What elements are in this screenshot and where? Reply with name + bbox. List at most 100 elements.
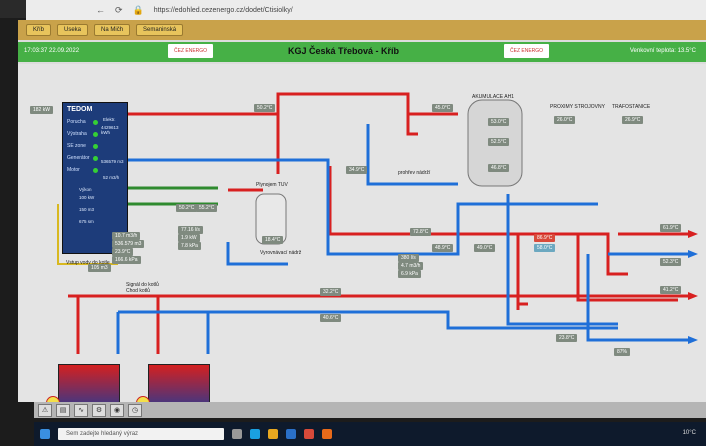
t-r3: 61.9°C (660, 224, 682, 232)
plynojem-label: Plynojem TUV (256, 182, 288, 188)
t-r4: 52.3°C (660, 258, 682, 266)
status-led-icon (93, 156, 98, 161)
t-r5: 41.2°C (660, 286, 682, 294)
cold-pipe-accum (366, 124, 458, 186)
cold-pipe-right (506, 194, 618, 326)
windows-taskbar: Sem zadejte hledaný výraz 10°C (34, 422, 706, 446)
back-icon[interactable]: ← (96, 5, 105, 15)
task-view-icon[interactable] (232, 429, 242, 439)
arrow-out-1 (688, 230, 698, 238)
taskbar-search-input[interactable]: Sem zadejte hledaný výraz (58, 428, 224, 440)
address-bar[interactable]: https://edohled.cezenergo.cz/dodet/Ctisi… (153, 6, 293, 14)
menu-krib-button[interactable]: Kříb (26, 24, 52, 36)
edge-icon[interactable] (250, 429, 260, 439)
scada-footer-toolbar: ⚠ ▤ ∿ ⚙ ◉ ◷ (34, 402, 706, 418)
firefox-icon[interactable] (322, 429, 332, 439)
cez-logo-right: ČEZ ENERGO (504, 44, 550, 58)
scada-screen: Kříb Useka Na Mičh Semaninská 17:03:37 2… (18, 20, 706, 402)
mail-icon[interactable] (286, 429, 296, 439)
cold-pipe-lower (586, 254, 688, 342)
menu-useka-button[interactable]: Useka (57, 24, 89, 36)
proxy-temp-readout: 26.0°C (554, 116, 576, 124)
status-porucha: Porucha (67, 119, 86, 125)
mt1-readout-1: 50.2°C (176, 204, 198, 212)
t6-readout: 45.0°C (432, 104, 454, 112)
document-icon[interactable]: ▤ (56, 403, 70, 417)
cold-pipe-bottom (118, 310, 618, 330)
boiler-2[interactable] (148, 364, 210, 402)
pump-percent: 87% (614, 348, 631, 356)
refresh-icon[interactable]: ⟳ (115, 4, 123, 15)
hot-pipe-right-lower (576, 234, 678, 302)
t2-readout: 50.2°C (254, 104, 276, 112)
settings-icon[interactable]: ⚙ (92, 403, 106, 417)
beh-kotlu-label: Chod kotlů (126, 288, 150, 294)
arrow-out-2 (688, 250, 698, 258)
cold-pipe-plynojem (226, 242, 288, 266)
start-icon[interactable] (40, 429, 50, 439)
hot-pipe-accum (406, 94, 418, 136)
elec-label: Elektr. (103, 117, 116, 122)
outdoor-temperature: Venkovní teplota: 13.5°C (629, 48, 696, 54)
t3-readout: 34.9°C (346, 166, 368, 174)
v1-flow: 77.16 l/s (178, 226, 203, 234)
cold-pipe-return (126, 158, 598, 256)
signal-label: Signál do kotlů (126, 282, 159, 288)
boiler-1[interactable] (58, 364, 120, 402)
akum-t2-readout: 52.5°C (488, 138, 510, 146)
t-r2: 58.0°C (534, 244, 556, 252)
app-icon[interactable] (304, 429, 314, 439)
t-low1: 32.2°C (320, 288, 342, 296)
trafo-label: TRAFOSTANICE (612, 104, 651, 110)
elec-value: 4429613 kWh (101, 125, 119, 135)
v1-temp: 7.8 kPa (178, 242, 201, 250)
menu-semaninska-button[interactable]: Semaninská (136, 24, 184, 36)
run1-value: 150 m3 (79, 207, 95, 212)
vyrovnavaci-label: Vyrovnávací nádrž (260, 250, 302, 256)
t-r1: 86.9°C (534, 234, 556, 242)
prohrev-label: prohřev nádrží (398, 170, 431, 176)
history-icon[interactable]: ◷ (128, 403, 142, 417)
hot-pipe-top (126, 92, 458, 116)
page-header: 17:03:37 22.09.2022 ČEZ ENERGO KGJ Česká… (18, 42, 706, 62)
vstup-readout: 105 m3 (88, 264, 111, 272)
gas-value: 52 m3/h (103, 175, 120, 180)
page-title: KGJ Česká Třebová - Kříb (288, 46, 400, 56)
heat-value: 536579 m3 (101, 159, 124, 164)
status-led-icon (93, 120, 98, 125)
v1-power: 1.9 kW (178, 234, 200, 242)
power-value: 100 kW (79, 195, 95, 200)
status-generator: Generátor (67, 155, 90, 161)
header-time: 17:03:37 22.09.2022 (24, 48, 80, 54)
arrow-out-4 (688, 336, 698, 344)
info-icon[interactable]: ◉ (110, 403, 124, 417)
mt1-readout-2: 55.2°C (196, 204, 218, 212)
status-led-icon (93, 132, 98, 137)
arrow-out-3 (688, 292, 698, 300)
status-vystraha: Výstraha (67, 131, 87, 137)
trend-icon[interactable]: ∿ (74, 403, 88, 417)
mt3-power: 4.7 m3/h (398, 262, 424, 270)
mt3-temp: 6.9 kPa (398, 270, 421, 278)
proxy-label: PROXIMY STROJOVNY (550, 104, 605, 110)
left-power-readout: 182 kW (30, 106, 53, 114)
tedom-title: TEDOM (67, 106, 93, 113)
plynojem-tank (255, 193, 287, 245)
status-motor: Motor (67, 167, 80, 173)
weather-readout: 10°C (682, 430, 696, 436)
status-led-icon (93, 168, 98, 173)
vstup-label: Vstup vody do kotle (66, 260, 110, 266)
trafo-temp-readout: 26.9°C (622, 116, 644, 124)
status-led-icon (93, 144, 98, 149)
cez-logo-left: ČEZ ENERGO (168, 44, 214, 58)
status-se-zone: SE zone (67, 143, 86, 149)
plant-diagram: TEDOM Porucha Výstraha SE zone Generátor… (18, 64, 706, 402)
browser-toolbar: ← ⟳ 🔒 https://edohled.cezenergo.cz/dodet… (26, 0, 706, 20)
t-mid2: 48.9°C (432, 244, 454, 252)
menu-namich-button[interactable]: Na Mičh (94, 24, 131, 36)
folder-icon[interactable] (268, 429, 278, 439)
t-low3: 23.8°C (556, 334, 578, 342)
alarm-icon[interactable]: ⚠ (38, 403, 52, 417)
tedom-unit[interactable]: TEDOM Porucha Výstraha SE zone Generátor… (62, 102, 128, 254)
mt2-energy: 536.579 m3 (112, 240, 145, 248)
